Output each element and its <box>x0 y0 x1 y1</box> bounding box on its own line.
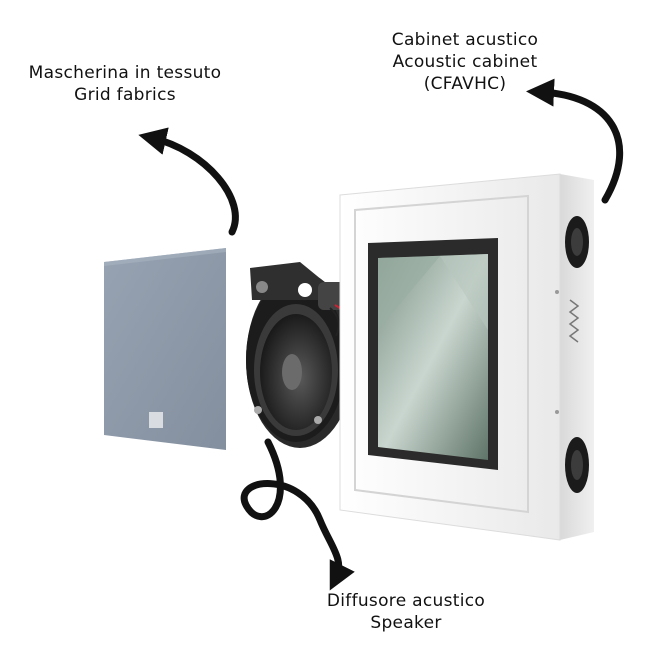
curved-arrow-icon <box>138 127 239 236</box>
grid-label-italian: Mascherina in tessuto <box>28 63 222 83</box>
cabinet-label-italian: Cabinet acustico <box>391 30 539 50</box>
curved-arrow-icon <box>526 78 624 204</box>
speaker-label-english: Speaker <box>370 613 442 633</box>
cabinet-label-english: Acoustic cabinet <box>392 52 538 72</box>
fabric-grille-panel <box>104 248 226 450</box>
acoustic-cabinet <box>339 173 594 541</box>
acoustic-cabinet-label: Cabinet acustico Acoustic cabinet (CFAVH… <box>345 29 585 95</box>
speaker-label: Diffusore acustico Speaker <box>290 590 522 634</box>
grid-fabrics-label: Mascherina in tessuto Grid fabrics <box>0 62 250 106</box>
cabinet-label-code: (CFAVHC) <box>423 74 507 94</box>
grille-logo-badge <box>149 412 163 428</box>
grid-label-english: Grid fabrics <box>74 85 176 105</box>
speaker-label-italian: Diffusore acustico <box>326 591 486 611</box>
speaker-driver <box>246 262 354 448</box>
curved-arrow-icon <box>240 438 355 591</box>
